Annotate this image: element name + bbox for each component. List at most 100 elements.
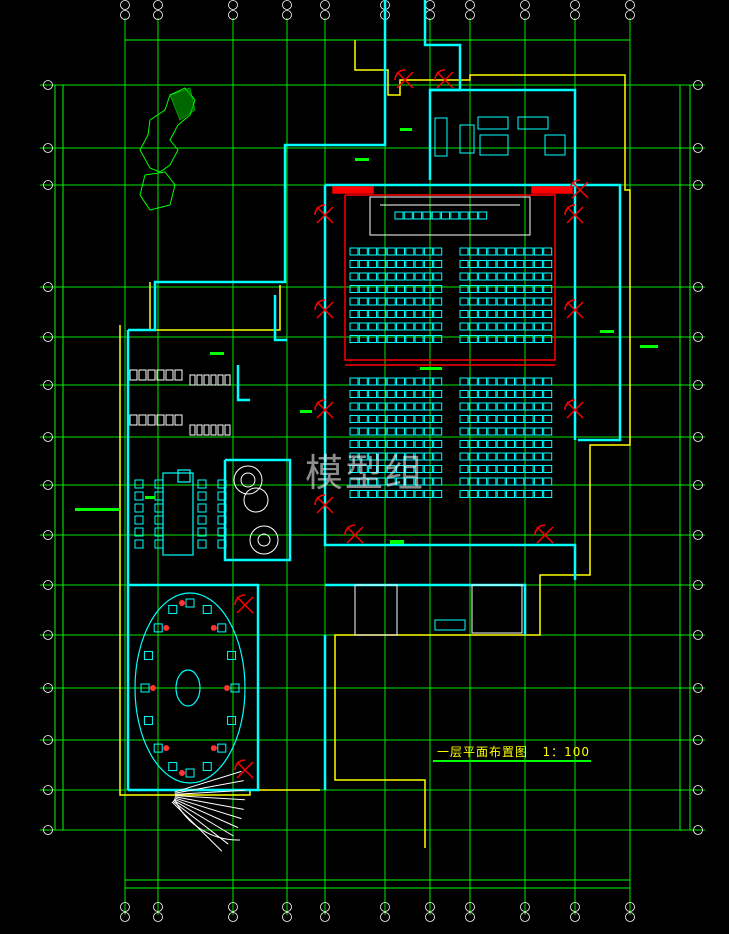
toilet-stall	[138, 414, 147, 426]
seat	[478, 377, 488, 386]
seat	[368, 465, 378, 473]
conference-chair	[154, 539, 164, 549]
door-swing	[566, 401, 584, 419]
seat	[405, 452, 415, 461]
seat	[396, 285, 405, 293]
toilet-stall	[203, 374, 210, 386]
seat	[543, 377, 553, 386]
seat	[386, 285, 396, 293]
door-arc	[234, 594, 246, 606]
seat	[459, 390, 469, 398]
seat	[459, 260, 469, 268]
seat	[423, 285, 433, 293]
door-swing	[236, 596, 254, 614]
axis-bubble	[380, 912, 390, 922]
dimension-lines	[54, 39, 691, 889]
stage-screen	[369, 196, 531, 236]
seat	[368, 402, 378, 411]
seat	[487, 335, 497, 343]
seat	[358, 390, 368, 398]
seat	[358, 335, 368, 343]
seat	[468, 452, 478, 461]
seat	[433, 440, 443, 448]
seat	[433, 260, 443, 268]
seat	[441, 211, 450, 220]
seat	[459, 452, 469, 461]
seat	[459, 415, 469, 423]
seat	[524, 390, 534, 398]
seat	[358, 465, 368, 473]
seat	[533, 272, 543, 281]
seat	[423, 377, 433, 386]
seat	[459, 490, 469, 498]
seat	[433, 452, 443, 461]
seat	[468, 335, 478, 343]
seat	[459, 211, 469, 220]
seat	[349, 335, 359, 343]
axis-bubble	[520, 902, 530, 912]
seat	[506, 390, 515, 398]
seat	[368, 285, 378, 293]
conference-chair	[134, 515, 144, 525]
stair-tread	[173, 798, 239, 829]
seat	[487, 490, 497, 498]
seat	[543, 490, 553, 498]
seat	[496, 402, 506, 411]
seat	[478, 440, 488, 448]
seat	[349, 427, 359, 436]
axis-bubble	[43, 143, 53, 153]
seat	[423, 335, 433, 343]
axis-bubble	[570, 912, 580, 922]
red-dot-marker	[224, 685, 230, 691]
seat	[524, 490, 534, 498]
seat	[496, 272, 506, 281]
door-arc	[394, 69, 406, 81]
title-underline	[433, 760, 591, 762]
toilet-stall	[165, 369, 174, 381]
seat	[377, 297, 387, 306]
seat	[422, 211, 432, 220]
seat	[386, 247, 396, 256]
seat	[515, 272, 525, 281]
seat	[450, 211, 460, 220]
seat	[349, 297, 359, 306]
seat	[414, 260, 424, 268]
axis-bubble	[43, 180, 53, 190]
conference-chair	[197, 503, 207, 513]
seat	[496, 477, 506, 486]
seat	[414, 440, 424, 448]
seat	[543, 272, 553, 281]
conference-chair	[134, 527, 144, 537]
toilet-stall	[217, 424, 224, 436]
seat	[433, 322, 443, 331]
conference-chair	[197, 491, 207, 501]
conference-chairs	[134, 479, 227, 549]
seat	[377, 247, 387, 256]
seat	[543, 402, 553, 411]
seat	[459, 335, 469, 343]
conference-chair	[197, 479, 207, 489]
axis-bubble	[43, 580, 53, 590]
seat	[533, 402, 543, 411]
oval-chair	[153, 743, 163, 753]
axis-bubble	[153, 902, 163, 912]
seat	[368, 390, 378, 398]
seat	[487, 285, 497, 293]
door-arc	[344, 524, 356, 536]
seat	[396, 272, 405, 281]
seat	[515, 247, 525, 256]
seat	[487, 477, 497, 486]
seat	[524, 415, 534, 423]
seat	[487, 402, 497, 411]
axis-bubble	[520, 10, 530, 20]
axis-bubble	[465, 902, 475, 912]
seat	[433, 477, 443, 486]
seat	[478, 490, 488, 498]
seat	[468, 272, 478, 281]
seat	[515, 402, 525, 411]
stair-edge	[174, 799, 241, 841]
seat	[496, 260, 506, 268]
toilet-stall	[174, 369, 183, 381]
seat	[433, 415, 443, 423]
seat	[459, 297, 469, 306]
